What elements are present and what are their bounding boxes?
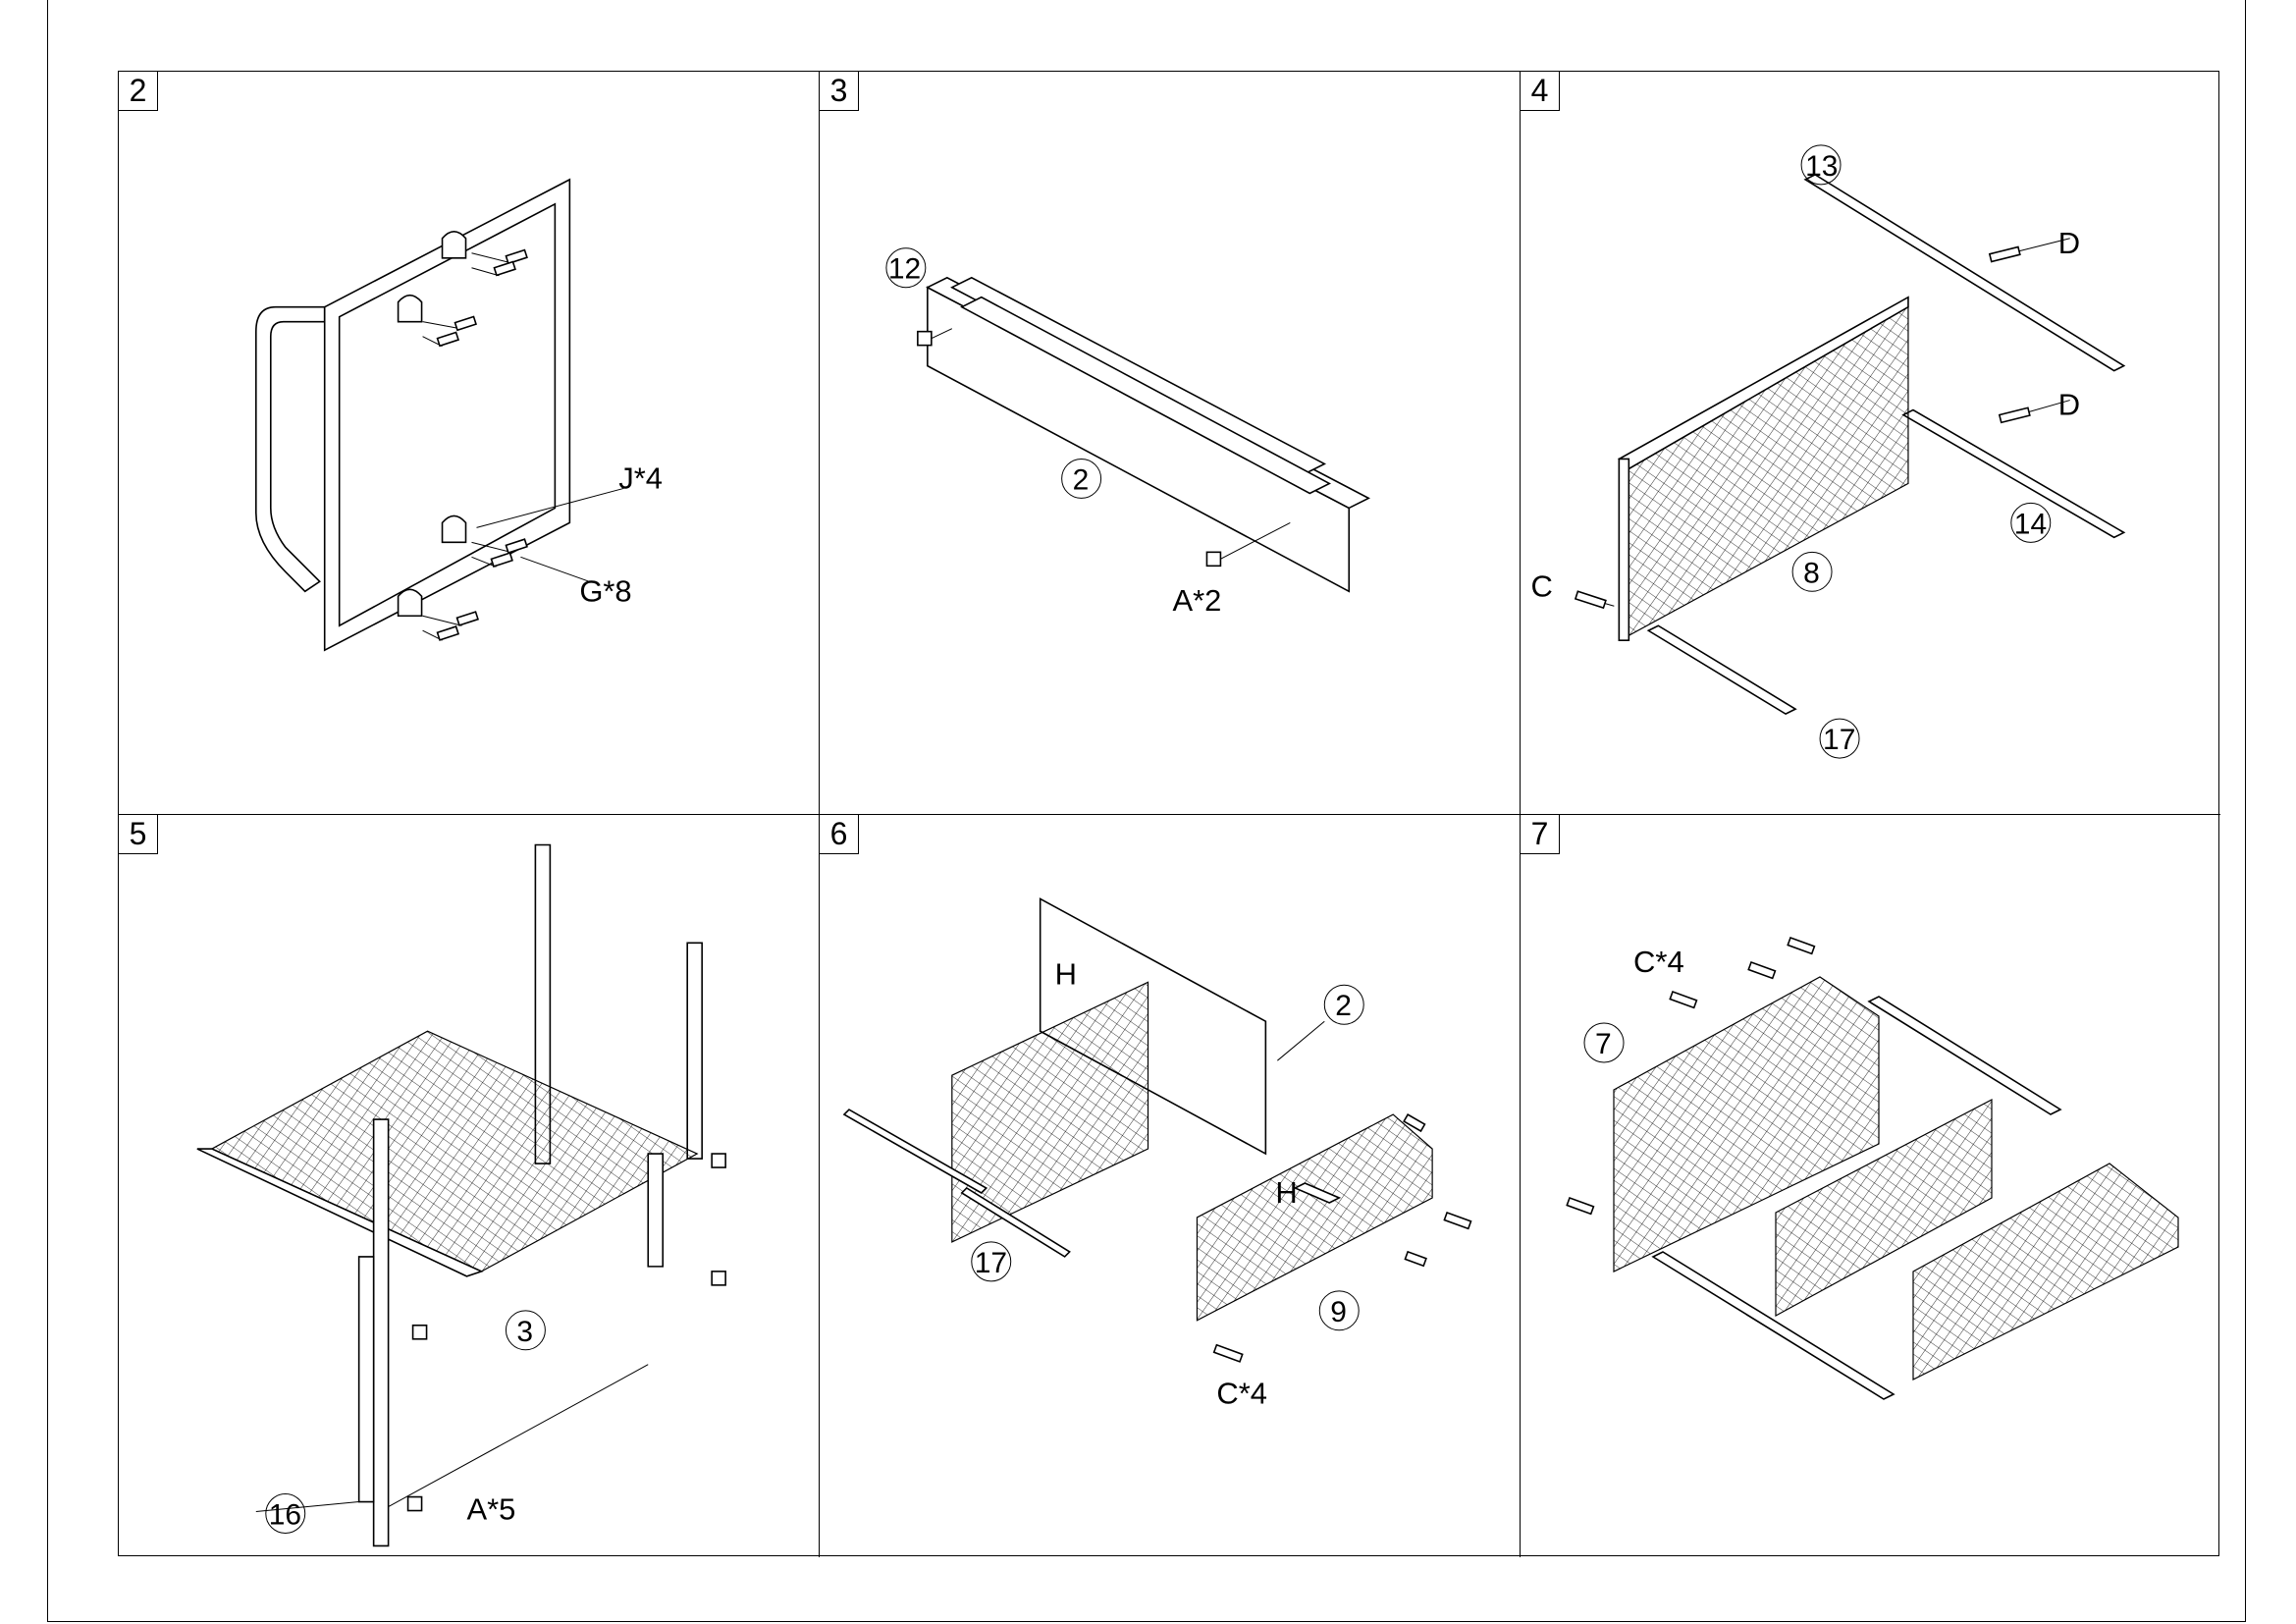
- part-number-13: 13: [1805, 150, 1838, 183]
- mesh-side-left: [951, 981, 1149, 1243]
- screw-group: [1212, 1113, 1472, 1363]
- post-rear-right: [686, 942, 703, 1160]
- mesh-panel-7: [1613, 976, 1880, 1272]
- bracket-h: [1293, 1182, 1342, 1204]
- shelf-base-line: [388, 1364, 649, 1507]
- label-c: C*4: [1633, 945, 1684, 979]
- mesh-side-9: [1196, 1113, 1433, 1322]
- part-number-2: 2: [1335, 990, 1352, 1022]
- mesh-panel-front: [1912, 1163, 2179, 1380]
- step-2-drawing: J*4 G*8: [255, 178, 663, 652]
- label-h-top: H: [1055, 956, 1077, 991]
- step-3-panel: 3 12 2 A*2: [820, 72, 1521, 815]
- step-number: 7: [1521, 815, 1560, 854]
- label-h-bottom: H: [1275, 1175, 1297, 1210]
- frame-inner: [338, 202, 557, 627]
- label-c: C*4: [1216, 1377, 1267, 1411]
- screw-group: [917, 328, 1291, 568]
- post-front: [372, 1118, 390, 1547]
- base-rail: [842, 1109, 988, 1194]
- part-number-3: 3: [516, 1316, 533, 1348]
- step-number: 6: [820, 815, 859, 854]
- step-number: 5: [119, 815, 158, 854]
- back-panel: [927, 286, 1351, 593]
- part-number-8: 8: [1803, 557, 1820, 589]
- label-a: A*2: [1172, 583, 1221, 618]
- step-number: 3: [820, 72, 859, 111]
- bracket-group: [397, 231, 467, 618]
- handle-shape: [255, 305, 326, 593]
- step-3-drawing: 12 2 A*2: [885, 247, 1370, 618]
- part-number-17: 17: [1823, 724, 1855, 756]
- part-number-16: 16: [269, 1499, 301, 1532]
- step-4-drawing: D D C 13 14 8 17: [1530, 144, 2126, 759]
- leader-line: [520, 556, 590, 582]
- label-j: J*4: [618, 460, 663, 495]
- label-g: G*8: [579, 573, 631, 608]
- step-5-drawing: 3 16 A*5: [196, 843, 726, 1547]
- part-number-12: 12: [888, 253, 921, 286]
- bar-17: [960, 1186, 1071, 1258]
- step-6-panel: 6 2 17 9 H H C*4: [820, 815, 1521, 1557]
- panel-post: [1618, 458, 1630, 642]
- bar-13: [1803, 173, 2126, 372]
- page-border: [47, 0, 2246, 1622]
- label-c: C: [1530, 568, 1552, 603]
- step-5-panel: 5 3 16 A*5: [119, 815, 820, 1557]
- label-d-top: D: [2058, 226, 2080, 260]
- step-number: 2: [119, 72, 158, 111]
- part-number-7: 7: [1595, 1028, 1612, 1060]
- step-6-drawing: 2 17 9 H H C*4: [842, 897, 1472, 1411]
- mesh-panel-middle: [1775, 1099, 1993, 1318]
- part-number-17: 17: [975, 1247, 1007, 1279]
- step-4-panel: 4 D D C 13 14 8 17: [1521, 72, 2220, 815]
- screw-group: [1566, 936, 1816, 1216]
- bar-14: [1901, 408, 2126, 539]
- step-number: 4: [1521, 72, 1560, 111]
- back-panel-2: [1039, 897, 1267, 1156]
- mesh-shelf-3: [210, 1030, 699, 1272]
- leader-line: [1277, 1020, 1325, 1061]
- assembly-steps-grid: 2: [118, 71, 2220, 1557]
- mesh-panel-8: [1628, 305, 1909, 637]
- rear-rail: [1867, 996, 2062, 1115]
- part-number-9: 9: [1330, 1296, 1347, 1328]
- step-7-panel: 7 C*4 7: [1521, 815, 2220, 1557]
- label-a: A*5: [467, 1492, 516, 1527]
- leader-line: [476, 487, 624, 528]
- screw-group: [422, 248, 528, 641]
- part-number-14: 14: [2014, 508, 2047, 540]
- step-7-drawing: C*4 7: [1566, 936, 2179, 1400]
- base-rail-left: [1651, 1251, 1896, 1400]
- step-2-panel: 2: [119, 72, 820, 815]
- label-d-bottom: D: [2058, 388, 2080, 422]
- rail-b: [960, 296, 1332, 495]
- screw-group: [1574, 238, 2070, 610]
- screw-group: [406, 1153, 726, 1512]
- bar-17: [1646, 624, 1797, 716]
- leg-16: [357, 1256, 375, 1503]
- leader-line: [255, 1501, 359, 1513]
- part-number-2: 2: [1073, 463, 1090, 496]
- leg-rear: [647, 1153, 665, 1268]
